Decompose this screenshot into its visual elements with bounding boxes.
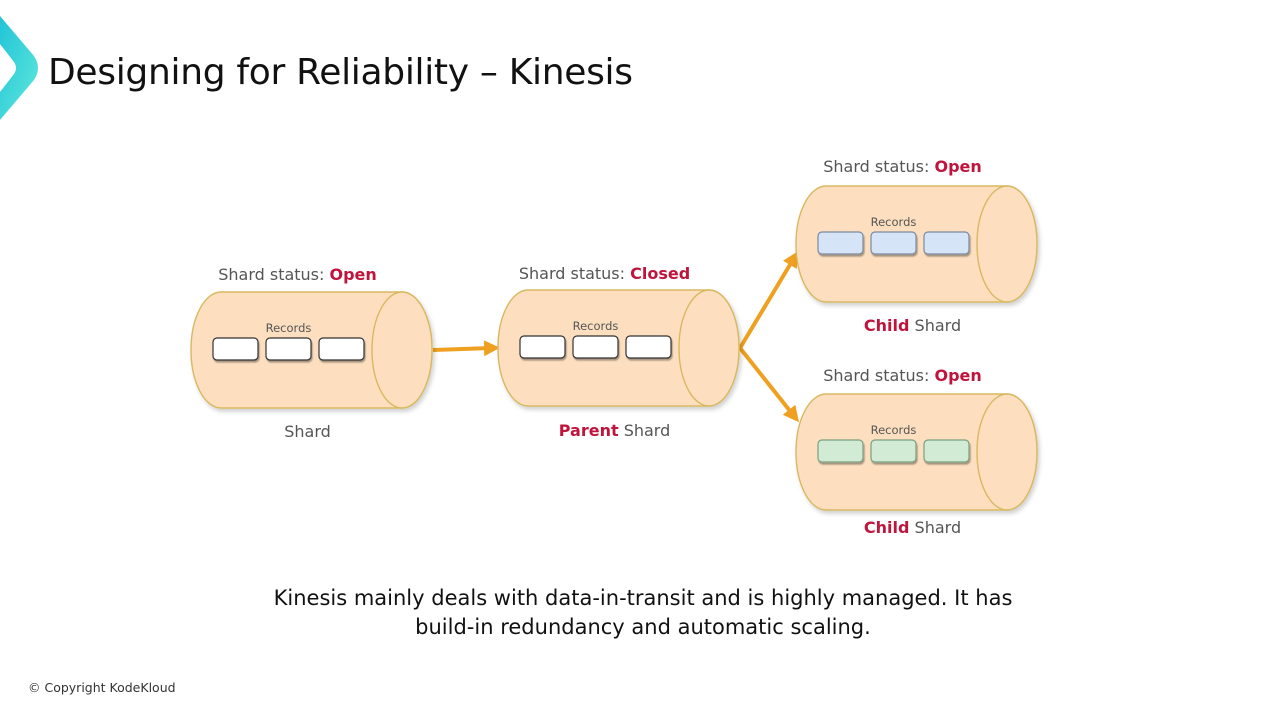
child-shard-1-caption: Child Shard [864,316,961,335]
page-title: Designing for Reliability – Kinesis [48,52,633,93]
flow-arrow-parent-shard-to-child-shard-1 [738,251,799,350]
description-text: Kinesis mainly deals with data-in-transi… [0,584,1280,642]
shard-status-label: Shard status: Open [218,265,377,284]
status-value: Open [329,265,377,284]
record-box [923,439,970,463]
child-shard-2-status-label: Shard status: Open [823,366,982,385]
records-label: Records [870,215,917,229]
flow-arrow-parent-shard-to-child-shard-2 [738,346,799,423]
records-label: Records [265,321,312,335]
caption-text: Shard [909,316,962,335]
chevron-right-icon [0,16,38,120]
child-shard-1-status-label: Shard status: Open [823,157,982,176]
record-box [817,231,864,255]
caption-accent: Child [863,518,910,537]
status-prefix: Shard status: [218,265,330,284]
flow-arrow-shard-to-parent-shard [432,340,500,357]
status-value: Open [934,366,982,385]
copyright-notice: © Copyright KodeKloud [28,680,176,695]
records-label: Records [572,319,619,333]
parent-shard-end-cap [678,289,740,407]
caption-text: Shard [618,421,671,440]
record-box [572,335,619,359]
records-label: Records [870,423,917,437]
caption-text: Shard [909,518,962,537]
record-box [519,335,566,359]
description-line-2: build-in redundancy and automatic scalin… [415,615,871,639]
shard-end-cap [371,291,433,409]
record-box [318,337,365,361]
child-shard-2-end-cap [976,393,1038,511]
child-shard-2-caption: Child Shard [864,518,961,537]
parent-shard-caption: Parent Shard [559,421,671,440]
status-prefix: Shard status: [823,366,935,385]
record-box [265,337,312,361]
status-value: Closed [630,264,691,283]
record-box [212,337,259,361]
record-box [625,335,672,359]
record-box [817,439,864,463]
caption-accent: Child [863,316,910,335]
status-prefix: Shard status: [823,157,935,176]
child-shard-1-end-cap [976,185,1038,303]
caption-accent: Parent [558,421,619,440]
status-value: Open [934,157,982,176]
status-prefix: Shard status: [518,264,631,283]
caption-text: Shard [284,422,331,441]
record-box [923,231,970,255]
record-box [870,231,917,255]
description-line-1: Kinesis mainly deals with data-in-transi… [273,586,1013,610]
record-box [870,439,917,463]
parent-shard-status-label: Shard status: Closed [519,264,690,283]
shard-caption: Shard [284,422,331,441]
